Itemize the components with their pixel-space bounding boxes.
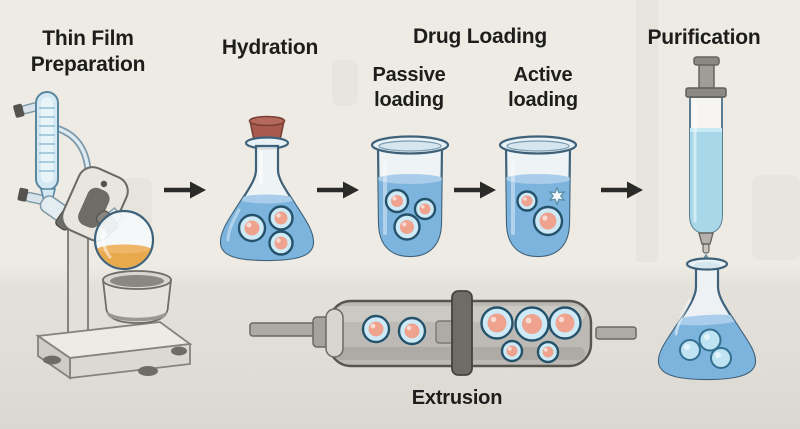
round-bottom-flask bbox=[93, 209, 155, 271]
drug-molecule-icon bbox=[548, 186, 566, 206]
extruder-right-rod bbox=[595, 326, 637, 340]
liposome bbox=[237, 205, 294, 256]
step-label-extrusion: Extrusion bbox=[411, 387, 503, 409]
arrow-right-icon bbox=[601, 181, 643, 199]
step-label-purification: Purification bbox=[647, 26, 761, 49]
purified-liposome bbox=[679, 328, 732, 369]
collection-flask-illustration bbox=[657, 257, 757, 381]
hydration-flask-illustration bbox=[219, 115, 315, 262]
background-decor bbox=[636, 0, 658, 262]
condenser-column bbox=[35, 91, 59, 202]
extruder-left-rod bbox=[249, 322, 319, 337]
step-label-drug-loading: Drug Loading bbox=[412, 25, 548, 48]
step-label-active-loading: Active loading bbox=[508, 64, 578, 111]
rubber-stopper bbox=[248, 115, 286, 141]
liposome bbox=[361, 306, 582, 364]
background-decor bbox=[332, 60, 358, 106]
background-decor bbox=[752, 175, 800, 260]
liposome bbox=[384, 188, 437, 241]
purification-column-illustration bbox=[685, 56, 727, 265]
rotary-evaporator-illustration bbox=[13, 91, 193, 380]
extruder-illustration bbox=[249, 290, 637, 376]
passive-loading-beaker-illustration bbox=[370, 135, 450, 258]
step-label-hydration: Hydration bbox=[221, 36, 319, 59]
extruder-membrane-band bbox=[451, 290, 473, 376]
liposome bbox=[516, 190, 564, 237]
active-loading-beaker-illustration bbox=[498, 135, 578, 258]
arrow-right-icon bbox=[164, 181, 206, 199]
arrow-right-icon bbox=[317, 181, 359, 199]
arrow-right-icon bbox=[454, 181, 496, 199]
step-label-passive-loading: Passive loading bbox=[372, 64, 446, 111]
plunger bbox=[693, 56, 720, 93]
step-label-thin-film: Thin Film Preparation bbox=[30, 27, 146, 77]
